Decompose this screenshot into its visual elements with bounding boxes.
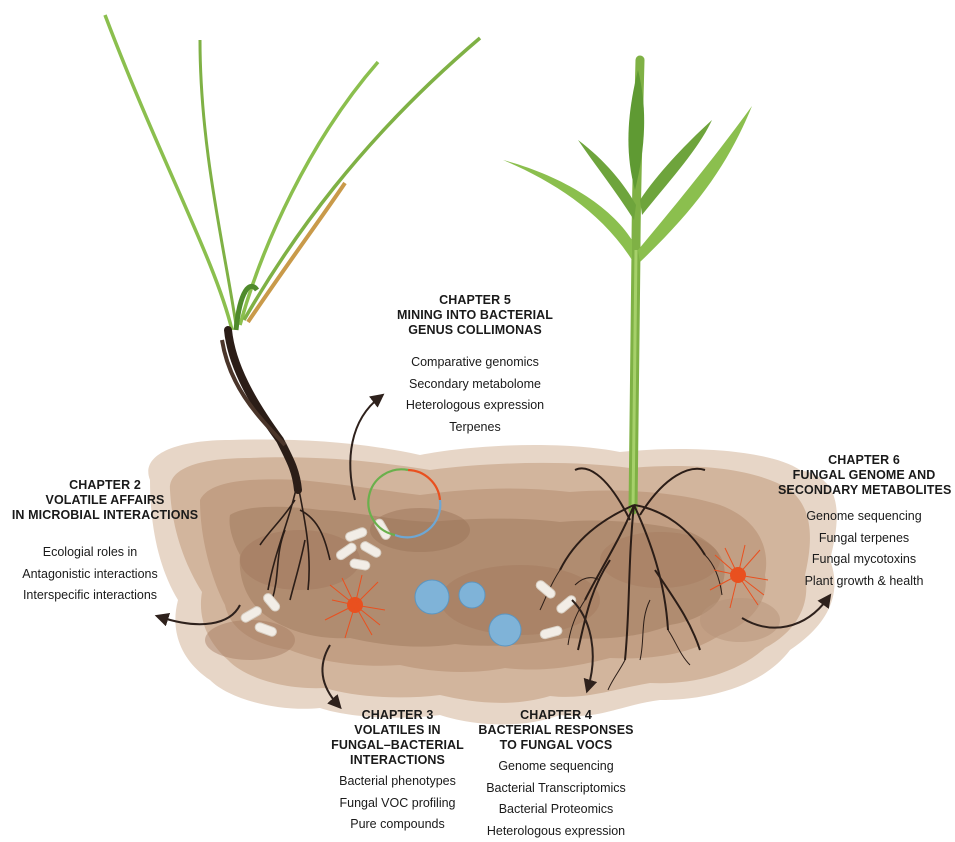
chapter-5-title: CHAPTER 5 MINING INTO BACTERIAL GENUS CO… — [370, 293, 580, 338]
chapter-3-title-line: CHAPTER 3 — [325, 708, 470, 723]
chapter-2-topics: Ecologial roles in Antagonistic interact… — [0, 542, 180, 607]
chapter-6-topics: Genome sequencing Fungal terpenes Fungal… — [778, 506, 950, 592]
topic-item: Bacterial Proteomics — [476, 799, 636, 821]
topic-item: Bacterial phenotypes — [325, 771, 470, 793]
topic-item: Comparative genomics — [370, 352, 580, 374]
topic-item: Bacterial Transcriptomics — [476, 778, 636, 800]
chapter-2-block: CHAPTER 2 VOLATILE AFFAIRS IN MICROBIAL … — [5, 478, 205, 607]
topic-item: Ecologial roles in — [0, 542, 180, 564]
chapter-6-title: CHAPTER 6 FUNGAL GENOME AND SECONDARY ME… — [778, 453, 950, 498]
topic-item: Plant growth & health — [778, 571, 950, 593]
topic-item: Heterologous expression — [370, 395, 580, 417]
topic-item: Fungal mycotoxins — [778, 549, 950, 571]
chapter-4-block: CHAPTER 4 BACTERIAL RESPONSES TO FUNGAL … — [476, 708, 636, 842]
chapter-4-title-line: BACTERIAL RESPONSES — [476, 723, 636, 738]
chapter-2-title-line: VOLATILE AFFAIRS — [5, 493, 205, 508]
chapter-6-title-line: CHAPTER 6 — [778, 453, 950, 468]
chapter-5-block: CHAPTER 5 MINING INTO BACTERIAL GENUS CO… — [370, 293, 580, 438]
chapter-5-title-line: MINING INTO BACTERIAL — [370, 308, 580, 323]
topic-item: Fungal VOC profiling — [325, 793, 470, 815]
soil-layer — [148, 440, 836, 725]
chapter-3-title-line: FUNGAL–BACTERIAL — [325, 738, 470, 753]
chapter-4-topics: Genome sequencing Bacterial Transcriptom… — [476, 756, 636, 842]
chapter-4-title: CHAPTER 4 BACTERIAL RESPONSES TO FUNGAL … — [476, 708, 636, 753]
chapter-3-title-line: VOLATILES IN — [325, 723, 470, 738]
topic-item: Heterologous expression — [476, 821, 636, 842]
topic-item: Genome sequencing — [476, 756, 636, 778]
chapter-5-title-line: GENUS COLLIMONAS — [370, 323, 580, 338]
chapter-3-title: CHAPTER 3 VOLATILES IN FUNGAL–BACTERIAL … — [325, 708, 470, 768]
chapter-6-title-line: FUNGAL GENOME AND — [778, 468, 950, 483]
chapter-2-title-line: CHAPTER 2 — [5, 478, 205, 493]
chapter-2-title: CHAPTER 2 VOLATILE AFFAIRS IN MICROBIAL … — [5, 478, 205, 523]
chapter-4-title-line: CHAPTER 4 — [476, 708, 636, 723]
chapter-3-block: CHAPTER 3 VOLATILES IN FUNGAL–BACTERIAL … — [325, 708, 470, 836]
topic-item: Terpenes — [370, 417, 580, 439]
topic-item: Genome sequencing — [778, 506, 950, 528]
topic-item: Interspecific interactions — [0, 585, 180, 607]
topic-item: Pure compounds — [325, 814, 470, 836]
topic-item: Antagonistic interactions — [0, 564, 180, 586]
topic-item: Fungal terpenes — [778, 528, 950, 550]
chapter-5-topics: Comparative genomics Secondary metabolom… — [370, 352, 580, 438]
chapter-5-title-line: CHAPTER 5 — [370, 293, 580, 308]
chapter-3-topics: Bacterial phenotypes Fungal VOC profilin… — [325, 771, 470, 836]
chapter-6-block: CHAPTER 6 FUNGAL GENOME AND SECONDARY ME… — [778, 453, 950, 592]
chapter-2-title-line: IN MICROBIAL INTERACTIONS — [5, 508, 205, 523]
chapter-4-title-line: TO FUNGAL VOCS — [476, 738, 636, 753]
chapter-6-title-line: SECONDARY METABOLITES — [778, 483, 950, 498]
topic-item: Secondary metabolome — [370, 374, 580, 396]
chapter-3-title-line: INTERACTIONS — [325, 753, 470, 768]
